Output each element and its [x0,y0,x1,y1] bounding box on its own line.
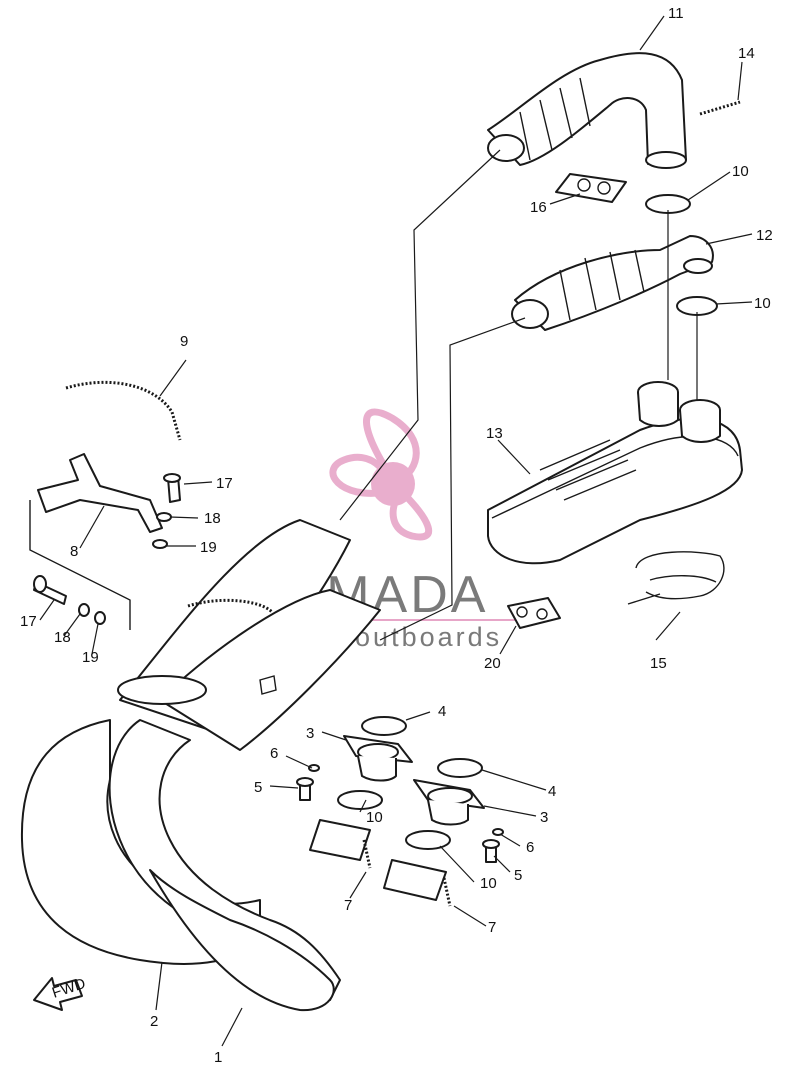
part-10-ring-left [337,790,383,810]
fwd-arrow-icon [33,977,83,1011]
part-13-muffler [487,381,743,565]
callout-3-right: 3 [540,809,548,826]
part-5-bolt-left [296,777,314,801]
part-5-bolt-right [482,839,500,863]
part-4-gasket-left [361,716,407,736]
callout-1: 1 [214,1049,222,1066]
part-20-plate [507,597,561,629]
pipe-inlet-right [383,859,447,901]
part-7-spring-left [362,839,372,869]
part-12-middle-pipe [511,235,714,331]
callout-4-right: 4 [548,783,556,800]
callout-8: 8 [70,543,78,560]
callout-6-left: 6 [270,745,278,762]
callout-3-left: 3 [306,725,314,742]
callout-20: 20 [484,655,501,672]
callout-2: 2 [150,1013,158,1030]
part-11-upper-pipe [487,52,687,169]
callout-7-right: 7 [488,919,496,936]
callout-9: 9 [180,333,188,350]
callout-13: 13 [486,425,503,442]
callout-16: 16 [530,199,547,216]
callout-4-left: 4 [438,703,446,720]
part-3-flange-left [343,735,413,782]
part-19-washer-lower [94,611,106,625]
part-6-washer-right [492,828,504,836]
propeller-logo-icon [329,408,433,541]
part-6-washer-left [308,764,320,772]
callout-6-right: 6 [526,839,534,856]
part-4-gasket-right [437,758,483,778]
callout-14: 14 [738,45,755,62]
callout-19-upper: 19 [200,539,217,556]
part-15-band [627,551,725,605]
part-16-plate [555,173,627,203]
callout-10-right: 10 [480,875,497,892]
part-9-wrap [65,380,182,441]
part-8-bracket [29,453,163,630]
callout-18-lower: 18 [54,629,71,646]
callout-17-lower: 17 [20,613,37,630]
callout-11: 11 [668,5,684,22]
callout-19-lower: 19 [82,649,99,666]
part-1-2-main-pipes [20,519,381,1012]
leaders [39,15,753,1047]
part-14-stud [699,100,741,116]
part-7-spring-right [442,877,452,907]
callout-17-upper: 17 [216,475,233,492]
part-18-washer-lower [78,603,90,617]
part-17-bolt-lower [33,575,67,605]
part-19-washer-upper [152,539,168,549]
callout-10-upper: 10 [732,163,749,180]
pipe-inlet-left [309,819,371,861]
callout-10-middle: 10 [754,295,771,312]
part-3-flange-right [413,779,485,826]
callout-labels: 1 2 3 3 4 4 5 5 6 6 7 7 8 9 10 10 10 10 … [20,5,773,1066]
part-10-ring-right [405,830,451,850]
callout-15: 15 [650,655,667,672]
callout-5-left: 5 [254,779,262,796]
callout-10-left: 10 [366,809,383,826]
callout-5-right: 5 [514,867,522,884]
callout-18-upper: 18 [204,510,221,527]
part-18-washer-upper [156,512,172,522]
part-17-bolt-upper [163,473,181,503]
callout-12: 12 [756,227,773,244]
callout-7-left: 7 [344,897,352,914]
